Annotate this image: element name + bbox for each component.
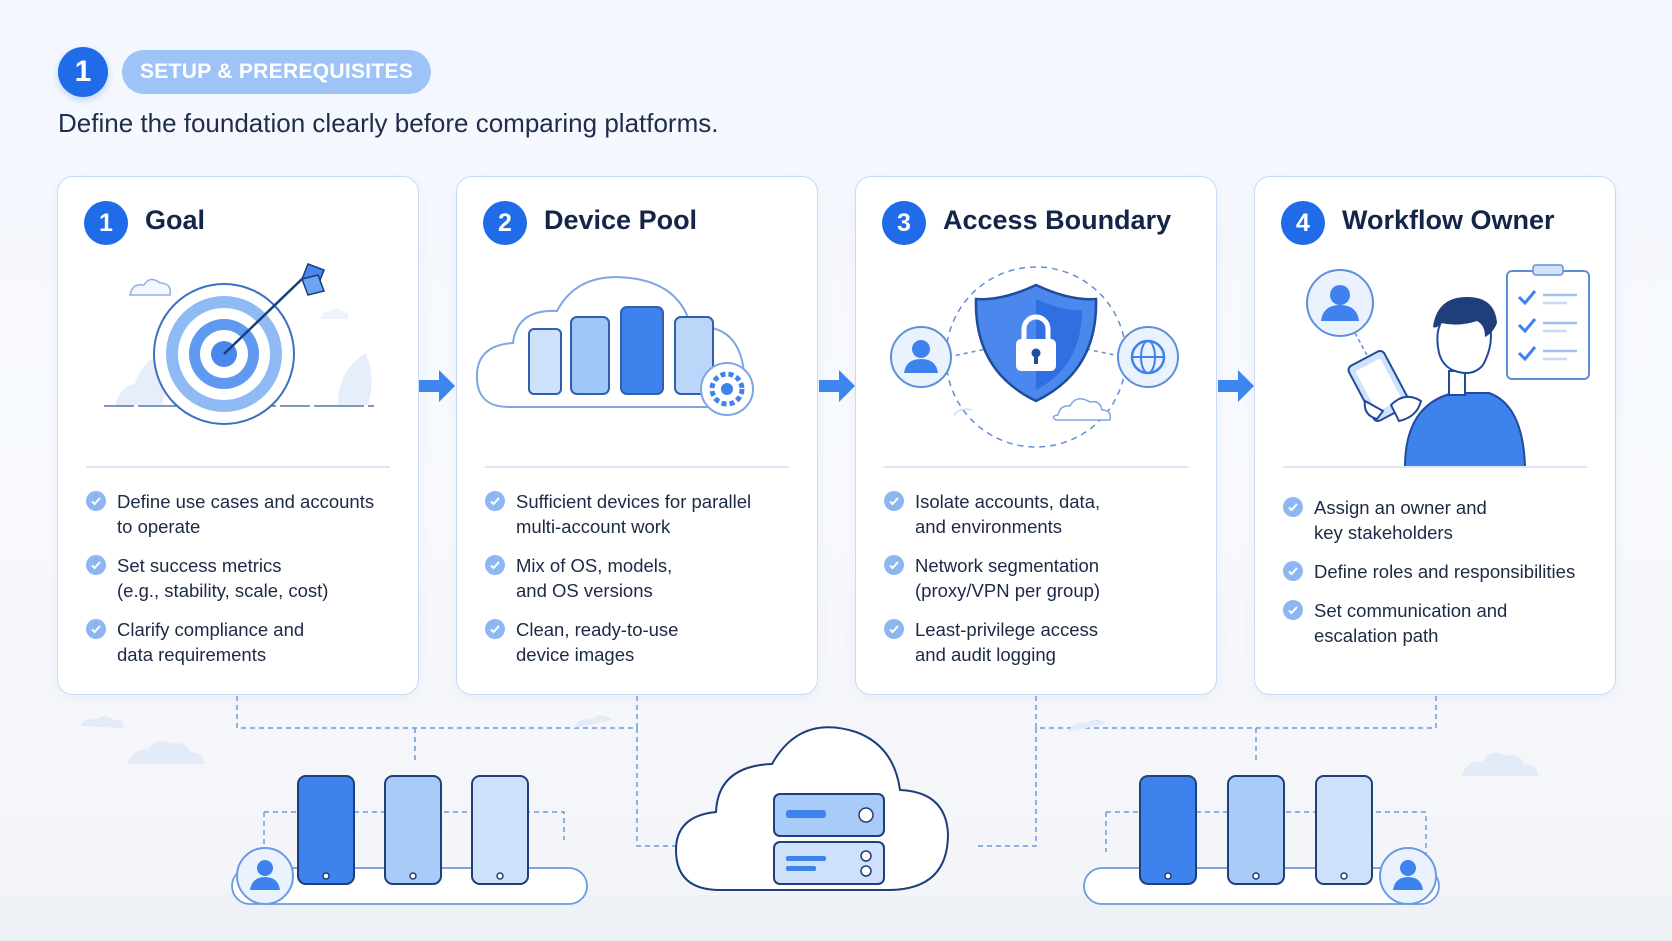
infrastructure-illustration — [0, 696, 1672, 941]
section-label-pill: SETUP & PREREQUISITES — [122, 50, 432, 94]
device-pool-bullet-list: Sufficient devices for parallel multi-ac… — [485, 489, 805, 681]
list-item: Isolate accounts, data, and environments — [884, 489, 1204, 539]
list-item: Define roles and responsibilities — [1283, 559, 1603, 584]
flow-arrow-icon — [1218, 370, 1254, 402]
goal-bullet-list: Define use cases and accounts to operate… — [86, 489, 406, 681]
card-goal: 1 Goal Define use cases and accounts to … — [57, 176, 419, 695]
bullet-text: Least-privilege access and audit logging — [915, 619, 1099, 665]
card-title: Device Pool — [544, 205, 698, 235]
check-icon — [485, 555, 505, 575]
card-divider — [485, 466, 789, 468]
flow-arrow-icon — [819, 370, 855, 402]
card-title: Access Boundary — [943, 205, 1172, 235]
list-item: Sufficient devices for parallel multi-ac… — [485, 489, 805, 539]
card-access-boundary: 3 Access Boundary Isolate accounts, data… — [855, 176, 1217, 695]
check-icon — [884, 491, 904, 511]
bullet-text: Clarify compliance and data requirements — [117, 619, 305, 665]
card-number-badge: 3 — [882, 201, 926, 245]
bullet-text: Clean, ready-to-use device images — [516, 619, 679, 665]
list-item: Assign an owner and key stakeholders — [1283, 495, 1603, 545]
check-icon — [1283, 600, 1303, 620]
access-boundary-bullet-list: Isolate accounts, data, and environments… — [884, 489, 1204, 681]
cloud-with-phones-icon — [475, 276, 754, 416]
target-with-arrow-icon — [104, 263, 374, 425]
check-icon — [86, 619, 106, 639]
check-icon — [884, 619, 904, 639]
check-icon — [485, 619, 505, 639]
bullet-text: Set communication and escalation path — [1314, 600, 1508, 646]
list-item: Least-privilege access and audit logging — [884, 617, 1204, 667]
list-item: Set communication and escalation path — [1283, 598, 1603, 648]
card-divider — [1283, 466, 1587, 468]
bullet-text: Define roles and responsibilities — [1314, 561, 1576, 582]
list-item: Set success metrics (e.g., stability, sc… — [86, 553, 406, 603]
card-number-badge: 2 — [483, 201, 527, 245]
bullet-text: Sufficient devices for parallel multi-ac… — [516, 491, 752, 537]
card-title: Workflow Owner — [1342, 205, 1555, 235]
bullet-text: Assign an owner and key stakeholders — [1314, 497, 1487, 543]
check-icon — [884, 555, 904, 575]
card-divider — [86, 466, 390, 468]
check-icon — [86, 555, 106, 575]
check-icon — [86, 491, 106, 511]
check-icon — [485, 491, 505, 511]
header-step-badge: 1 — [58, 47, 108, 97]
card-device-pool: 2 Device Pool Sufficient devices for par… — [456, 176, 818, 695]
bullet-text: Network segmentation (proxy/VPN per grou… — [915, 555, 1101, 601]
list-item: Clean, ready-to-use device images — [485, 617, 805, 667]
card-title: Goal — [145, 205, 206, 235]
workflow-owner-bullet-list: Assign an owner and key stakeholders Def… — [1283, 495, 1603, 662]
shield-lock-icon — [890, 266, 1179, 448]
list-item: Define use cases and accounts to operate — [86, 489, 406, 539]
list-item: Mix of OS, models, and OS versions — [485, 553, 805, 603]
person-with-tablet-icon — [1306, 264, 1590, 468]
card-number-badge: 4 — [1281, 201, 1325, 245]
bullet-text: Mix of OS, models, and OS versions — [516, 555, 673, 601]
bullet-text: Define use cases and accounts to operate — [117, 491, 375, 537]
list-item: Clarify compliance and data requirements — [86, 617, 406, 667]
flow-arrow-icon — [419, 370, 455, 402]
bullet-text: Set success metrics (e.g., stability, sc… — [117, 555, 329, 601]
list-item: Network segmentation (proxy/VPN per grou… — [884, 553, 1204, 603]
bullet-text: Isolate accounts, data, and environments — [915, 491, 1101, 537]
card-divider — [884, 466, 1188, 468]
check-icon — [1283, 497, 1303, 517]
card-workflow-owner: 4 Workflow Owner Assign an owner and key… — [1254, 176, 1616, 695]
check-icon — [1283, 561, 1303, 581]
page-subtitle: Define the foundation clearly before com… — [58, 108, 719, 138]
card-number-badge: 1 — [84, 201, 128, 245]
